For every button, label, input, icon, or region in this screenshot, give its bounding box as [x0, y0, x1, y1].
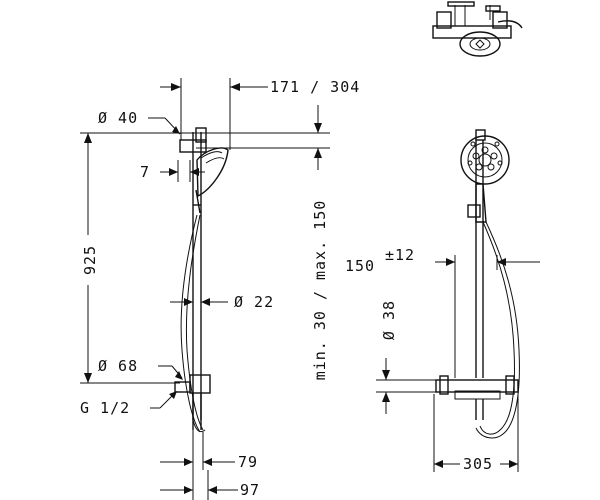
dim-thread: G 1/2 — [80, 399, 130, 417]
product-thumbnail — [432, 1, 523, 57]
dim-diameter-68: Ø 68 — [98, 357, 138, 375]
dim-171-304: 171 / 304 — [270, 78, 360, 96]
side-view-shower — [435, 129, 520, 439]
dim-min-max: min. 30 / max. 150 — [311, 200, 329, 381]
dimension-labels: 171 / 304 Ø 40 7 925 Ø 22 min. 30 / max.… — [80, 78, 493, 499]
dimension-lines — [80, 78, 540, 500]
front-view-shower — [174, 127, 229, 433]
dim-diameter-38: Ø 38 — [380, 300, 398, 340]
dim-97: 97 — [240, 481, 260, 499]
dim-79: 79 — [238, 453, 258, 471]
dim-7: 7 — [140, 163, 150, 181]
dim-150: 150 — [345, 257, 375, 275]
dim-925: 925 — [81, 245, 99, 275]
dim-diameter-22: Ø 22 — [234, 293, 274, 311]
dim-305: 305 — [463, 455, 493, 473]
dim-diameter-40: Ø 40 — [98, 109, 138, 127]
dim-tolerance: ±12 — [385, 246, 415, 264]
